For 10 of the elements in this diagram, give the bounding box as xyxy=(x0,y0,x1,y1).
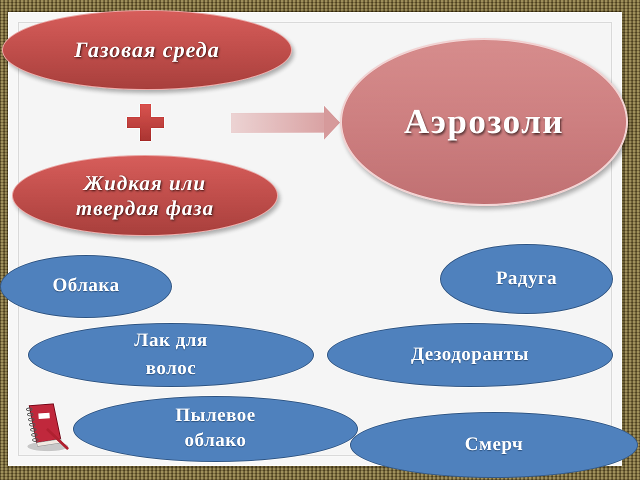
node-label: Смерч xyxy=(464,434,524,456)
node-label: Жидкая или твердая фаза xyxy=(74,171,216,220)
node-label: Облака xyxy=(52,275,120,298)
block-arrow xyxy=(230,106,340,140)
node-label: Радуга xyxy=(496,268,558,290)
node-label: Лак для волос xyxy=(133,329,209,381)
node-label: Пылевое облако xyxy=(174,404,257,453)
node-label: Дезодоранты xyxy=(410,344,529,366)
node-label: Газовая среда xyxy=(74,37,220,63)
node-label: Аэрозоли xyxy=(404,102,564,142)
